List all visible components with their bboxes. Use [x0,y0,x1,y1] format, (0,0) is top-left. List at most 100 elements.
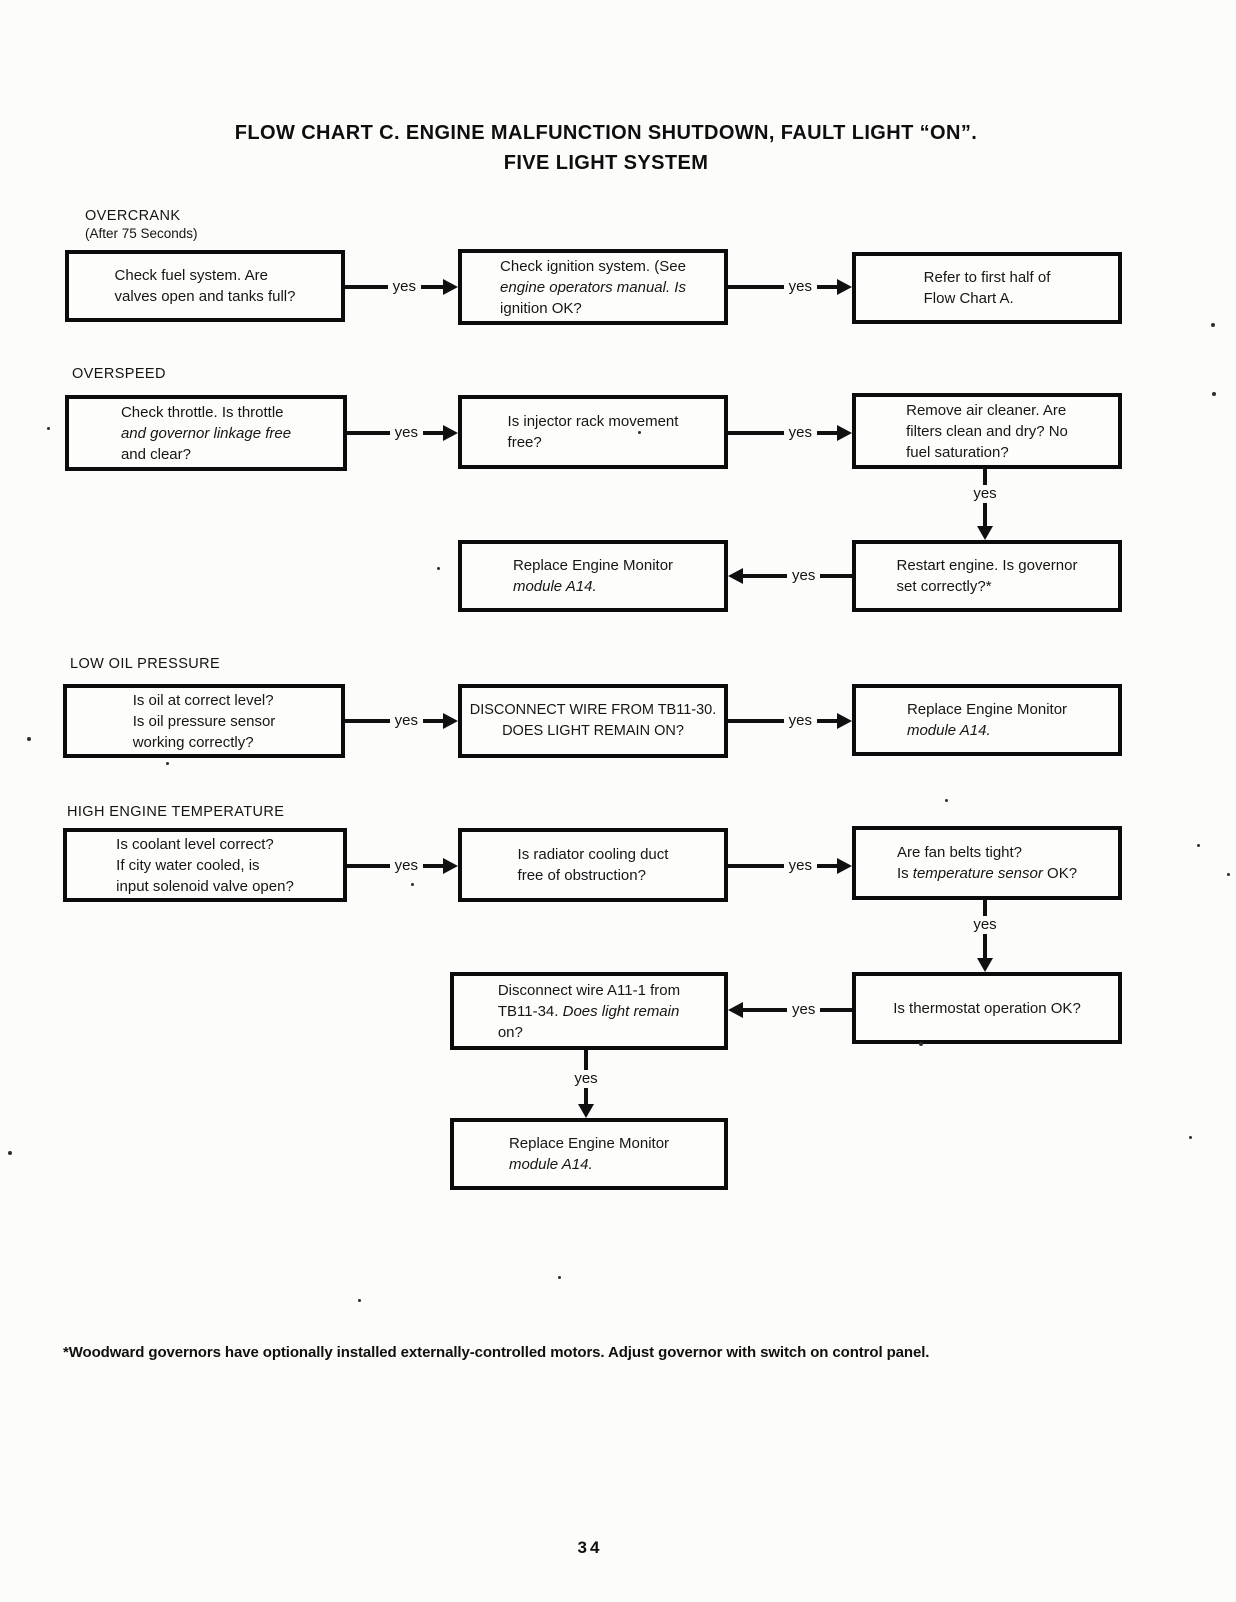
box-text-line: ignition OK? [500,299,582,317]
box-check-ignition-system: Check ignition system. (See engine opera… [458,249,728,325]
arrow-line [423,719,443,723]
arrow-line [421,285,443,289]
arrowhead-left-icon [728,1002,743,1018]
box-text-line: module A14. [512,578,597,595]
box-text-line: module A14. [906,722,991,739]
box-text-segment: Is [896,865,913,882]
arrow-line [820,574,852,578]
yes-arrow-down: yes [566,1050,606,1118]
arrow-line [983,469,987,485]
arrowhead-right-icon [443,425,458,441]
scan-speck [358,1299,361,1302]
box-text-line: Is injector rack movement [507,413,679,430]
yes-label: yes [973,485,997,502]
arrow-line [584,1088,588,1104]
box-text-line: working correctly? [132,733,254,751]
yes-label: yes [788,278,812,295]
box-refer-flow-chart-a: Refer to first half of Flow Chart A. [852,252,1122,324]
box-text-line: Check ignition system. (See [500,257,686,275]
box-text-line: Is oil pressure sensor [132,712,276,730]
yes-arrow-down: yes [965,900,1005,972]
scan-speck [1197,844,1200,847]
arrowhead-right-icon [837,858,852,874]
arrow-line [423,864,443,868]
box-text-line: free of obstruction? [517,867,646,884]
scan-speck [1189,1136,1192,1139]
box-text-line: set correctly?* [896,578,992,595]
yes-label: yes [792,567,816,584]
scan-speck [919,1042,923,1046]
arrow-line [728,719,784,723]
box-text-line: Is thermostat operation OK? [893,999,1081,1017]
arrow-line [983,934,987,958]
arrow-line [728,285,784,289]
box-text-line: DISCONNECT WIRE FROM TB11-30. [469,702,717,718]
box-text-line: Remove air cleaner. Are [906,401,1067,419]
box-text-line: Is oil at correct level? [132,691,274,709]
box-text-segment: Does light remain [562,1002,680,1020]
box-text-line: If city water cooled, is [116,856,260,874]
box-text-line: Disconnect wire A11-1 from [497,981,681,999]
box-text-line: TB11-34. Does light remain [498,1001,680,1022]
box-text-line: and governor linkage free [120,424,292,442]
box-text-line: free? [507,434,542,451]
arrow-line [728,431,784,435]
box-restart-engine: Restart engine. Is governor set correctl… [852,540,1122,612]
box-disconnect-tb11-30: DISCONNECT WIRE FROM TB11-30. DOES LIGHT… [458,684,728,758]
arrow-line [983,900,987,916]
arrow-line [347,431,390,435]
box-text-segment: TB11-34. [497,1002,563,1020]
scan-speck [166,762,169,765]
yes-label: yes [392,278,416,295]
box-disconnect-a11-1: Disconnect wire A11-1 from TB11-34. Does… [450,972,728,1050]
box-text-line: Flow Chart A. [923,290,1014,307]
page-number: 34 [577,1538,603,1557]
box-text-line: engine operators manual. Is [500,278,686,296]
scan-speck [1212,392,1216,396]
box-text-line: valves open and tanks full? [114,288,296,305]
box-text-line: Replace Engine Monitor [906,701,1068,718]
yes-arrow-left: yes [728,1002,852,1018]
yes-arrow-right: yes [728,425,852,441]
yes-label: yes [788,712,812,729]
arrow-line [743,574,787,578]
arrow-line [817,431,837,435]
box-check-fuel-system: Check fuel system. Are valves open and t… [65,250,345,322]
scan-speck [558,1276,561,1279]
scan-speck [437,567,440,570]
arrow-line [584,1050,588,1070]
yes-label: yes [394,857,418,874]
box-text-line: Refer to first half of [923,269,1051,286]
box-thermostat: Is thermostat operation OK? [852,972,1122,1044]
arrow-line [817,285,837,289]
yes-arrow-right: yes [345,279,458,295]
arrow-line [817,719,837,723]
box-text-segment: OK? [1042,865,1078,882]
scan-speck [638,431,641,434]
box-text-line: input solenoid valve open? [116,877,294,895]
section-heading-overcrank: OVERCRANK [85,208,181,224]
box-text-line: Are fan belts tight? [896,844,1023,861]
arrowhead-right-icon [443,858,458,874]
yes-arrow-right: yes [728,279,852,295]
box-text-line: Is coolant level correct? [116,835,274,853]
arrow-line [817,864,837,868]
box-text-line: Replace Engine Monitor [508,1135,670,1152]
box-remove-air-cleaner: Remove air cleaner. Are filters clean an… [852,393,1122,469]
arrowhead-down-icon [578,1104,594,1118]
box-check-throttle: Check throttle. Is throttle and governor… [65,395,347,471]
section-heading-low-oil-pressure: LOW OIL PRESSURE [70,656,221,672]
arrow-line [423,431,443,435]
arrowhead-down-icon [977,958,993,972]
box-text-segment: temperature sensor [912,865,1043,882]
yes-label: yes [574,1070,598,1087]
box-text-line: on? [497,1023,523,1041]
box-text-line: DOES LIGHT REMAIN ON? [502,723,684,739]
yes-arrow-right: yes [345,713,458,729]
scan-speck [1227,873,1230,876]
yes-arrow-left: yes [728,568,852,584]
arrowhead-right-icon [837,713,852,729]
yes-label: yes [973,916,997,933]
scan-speck [1211,323,1215,327]
box-text-line: Is temperature sensor OK? [897,863,1077,884]
